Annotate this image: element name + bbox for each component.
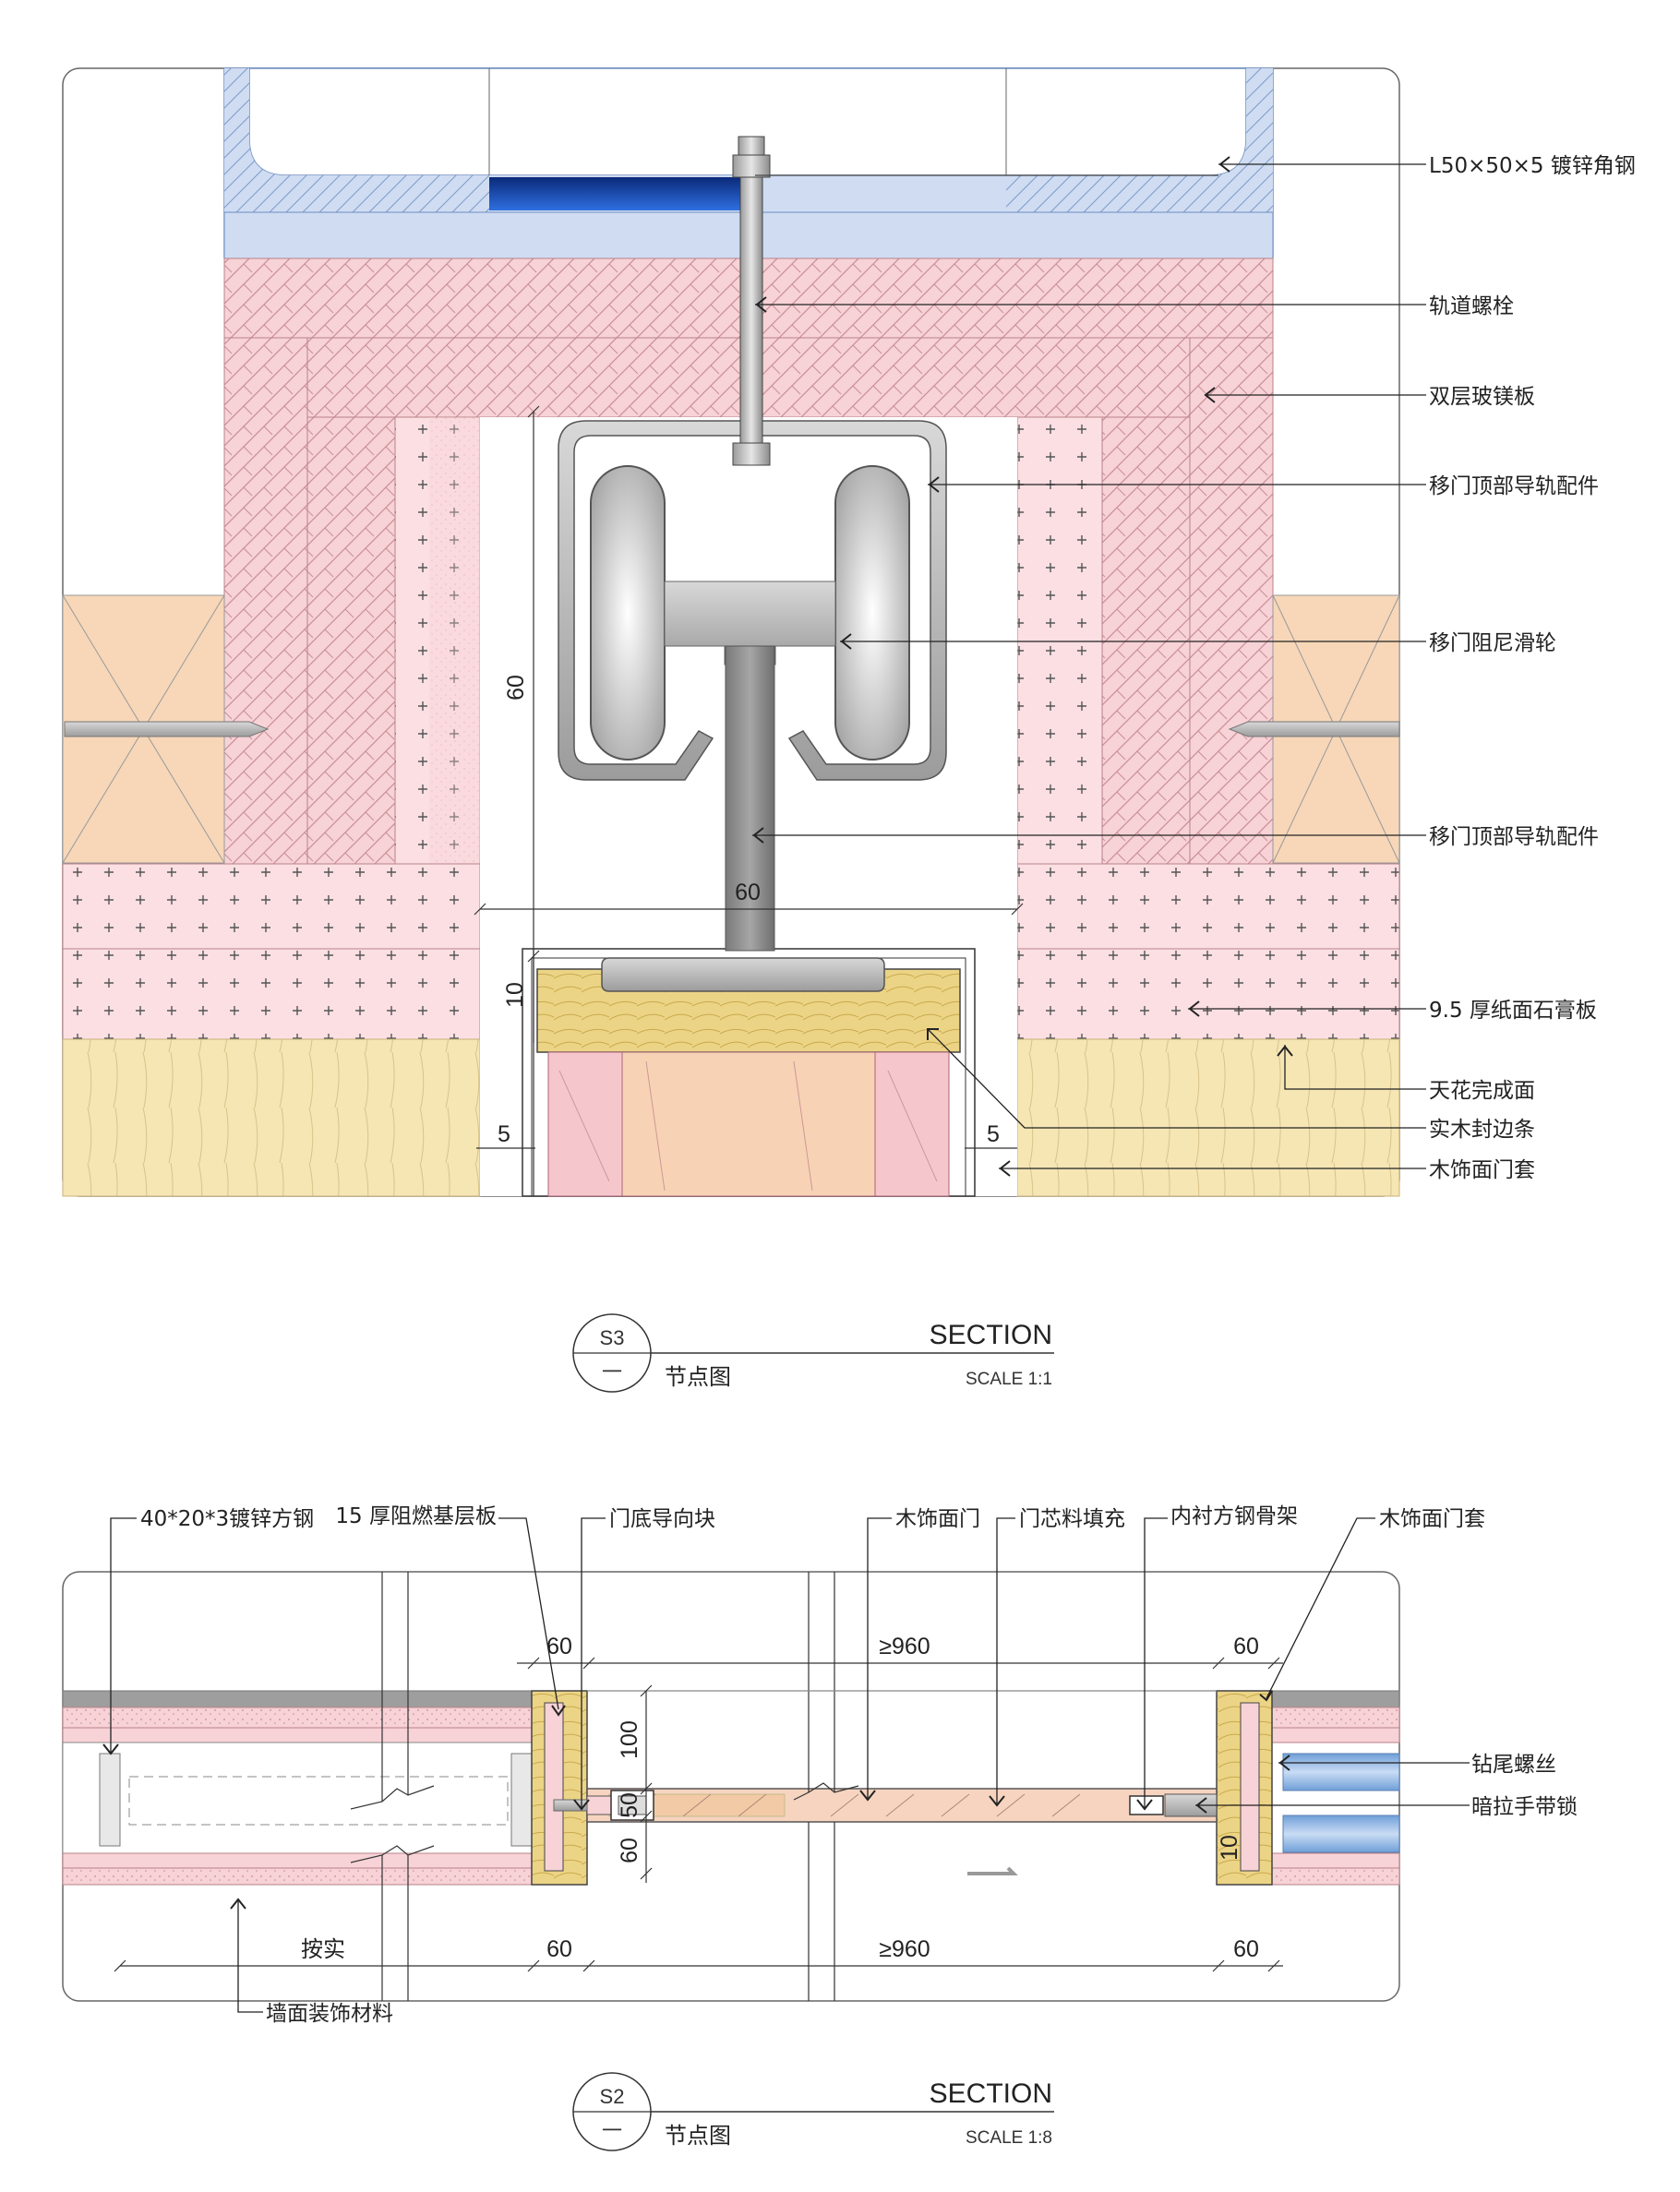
gypsum-layers: [62, 863, 1400, 1040]
dim-100: 100: [617, 1720, 642, 1759]
s3-scale: SCALE 1:1: [966, 1370, 1052, 1389]
label-guide-block: 门底导向块: [609, 1507, 715, 1531]
title-block-s2: S2 一 SECTION 节点图 SCALE 1:8: [572, 2072, 1054, 2151]
dim-60-vertical-bottom: 60: [617, 1838, 642, 1863]
label-damper-pulley: 移门阻尼滑轮: [1429, 631, 1556, 655]
label-wall-finish: 墙面装饰材料: [266, 2002, 393, 2026]
label-screw: 钻尾螺丝: [1471, 1753, 1556, 1777]
blue-bar: [489, 177, 748, 210]
bottom-leaders: [110, 1517, 1470, 2013]
bottom-arrowheads: [102, 1690, 1290, 1910]
s2-scale: SCALE 1:8: [966, 2128, 1052, 2148]
label-steel-angle: L50×50×5 镀锌角钢: [1429, 154, 1636, 178]
label-as-built: 按实: [301, 1936, 345, 1962]
bottom-detail: 60 ≥960 60 100 50 60 10 60 ≥960 60 按实: [62, 1504, 1578, 2151]
label-ceiling-finish: 天花完成面: [1429, 1079, 1535, 1103]
dim-5-right: 5: [987, 1121, 1000, 1147]
dim-10-bottom: 10: [1217, 1835, 1242, 1861]
dim-bottom-right-60: 60: [1233, 1936, 1259, 1962]
guide-rail-hardware: [558, 420, 947, 992]
s3-code: S3: [600, 1326, 625, 1349]
bottom-dimensions: [114, 1657, 1283, 1972]
left-wall: [62, 1690, 533, 1886]
label-wood-edge-strip: 实木封边条: [1429, 1118, 1535, 1142]
dim-top-left-60: 60: [546, 1634, 572, 1659]
hanger-stem: [725, 645, 775, 952]
label-rail-fitting-2: 移门顶部导轨配件: [1429, 825, 1599, 849]
label-core-fill: 门芯料填充: [1019, 1507, 1125, 1531]
dim-top-right-60: 60: [1233, 1634, 1259, 1659]
rail-profile: [558, 420, 947, 781]
s2-code: S2: [600, 2085, 625, 2108]
label-gypsum-board: 9.5 厚纸面石膏板: [1429, 999, 1597, 1023]
dim-10: 10: [502, 982, 528, 1008]
label-track-bolt: 轨道螺栓: [1429, 294, 1514, 318]
s2-section: SECTION: [930, 2078, 1052, 2109]
label-door-frame-bottom: 木饰面门套: [1379, 1507, 1485, 1531]
ceiling-finish: [62, 1038, 1400, 1197]
s2-sub: 一: [602, 2119, 622, 2142]
wheel-right: [834, 465, 910, 761]
label-wood-door: 木饰面门: [895, 1507, 980, 1531]
door-assembly: [480, 417, 1017, 1197]
label-mgo-board: 双层玻镁板: [1429, 385, 1535, 409]
door-panel: [553, 1788, 1218, 1875]
title-block-s3: S3 一 SECTION 节点图 SCALE 1:1: [572, 1313, 1054, 1393]
label-base-board: 15 厚阻燃基层板: [335, 1504, 497, 1528]
inner-gypsum: [394, 416, 1103, 950]
dim-bottom-960: ≥960: [879, 1936, 930, 1962]
s3-sub: 一: [602, 1360, 622, 1383]
s3-section: SECTION: [930, 1320, 1052, 1350]
break-lines: [350, 1572, 859, 2001]
top-arrowheads: [752, 156, 1293, 1177]
dim-5-left: 5: [498, 1121, 510, 1147]
nail-right: [1228, 721, 1400, 737]
label-galvanized-steel: 40*20*3镀锌方钢: [140, 1507, 314, 1531]
label-rail-fitting-1: 移门顶部导轨配件: [1429, 474, 1599, 498]
hanger-plate: [601, 957, 885, 992]
s3-name: 节点图: [665, 1364, 731, 1390]
side-wood-blocks: [62, 594, 1400, 864]
nail-left: [64, 721, 270, 737]
top-detail: 60 60 10 5 5: [62, 67, 1636, 1393]
top-leaders: [752, 163, 1426, 1169]
dim-60-horizontal: 60: [735, 880, 761, 905]
top-dimensions: [474, 405, 1024, 1196]
dim-top-960: ≥960: [879, 1634, 930, 1659]
track-bolt: [732, 136, 771, 466]
wheel-left: [590, 465, 666, 761]
dim-50: 50: [617, 1792, 642, 1818]
door-jambs: [531, 1690, 1273, 1886]
dim-bottom-left-60: 60: [546, 1936, 572, 1962]
right-wall: [1267, 1690, 1400, 1886]
label-door-frame: 木饰面门套: [1429, 1158, 1535, 1182]
label-steel-frame: 内衬方钢骨架: [1170, 1504, 1298, 1528]
label-lock: 暗拉手带锁: [1471, 1795, 1578, 1819]
s2-name: 节点图: [665, 2123, 731, 2149]
dim-60-vertical: 60: [503, 675, 529, 701]
